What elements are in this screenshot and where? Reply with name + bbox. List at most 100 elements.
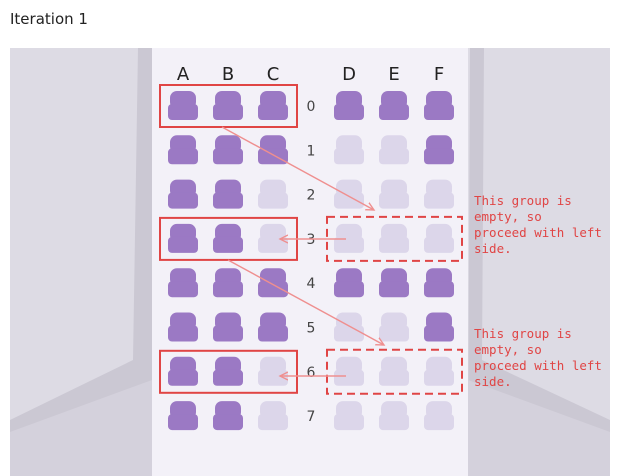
seat-7d [334,401,364,431]
seat-base [334,104,364,120]
column-label-a: A [177,64,190,85]
seat-4d [334,268,364,298]
seat-1e [379,135,409,165]
seat-base [379,148,409,165]
seat-base [258,369,288,386]
seat-base [379,104,409,120]
seat-base [334,325,364,342]
seat-2b [213,179,243,209]
seat-base [258,104,288,120]
row-label-4: 4 [307,276,316,292]
seat-base [213,369,243,386]
seat-7c [258,401,288,431]
row-label-3: 3 [307,232,316,248]
row-label-7: 7 [307,409,316,425]
seat-base [424,369,454,386]
seat-base [213,281,243,298]
column-label-c: C [267,64,280,85]
seat-1a [168,135,198,165]
seat-5c [258,312,288,342]
seat-5a [168,312,198,342]
left-floor [10,380,152,476]
seat-2d [334,179,364,209]
seat-base [168,148,198,165]
seat-6a [168,356,198,386]
arrow-row3-to-row6 [227,259,384,345]
seat-4b [213,268,243,298]
seat-3d [334,223,364,253]
seat-6e [379,356,409,386]
arrow-row0-to-row3 [221,126,374,210]
seat-base [213,325,243,342]
seat-base [213,192,243,209]
seat-base [424,104,454,120]
seat-0f [424,91,454,120]
seat-2a [168,179,198,209]
seat-base [379,414,409,431]
seat-base [168,281,198,298]
row-label-0: 0 [307,99,316,115]
seat-2c [258,179,288,209]
seat-base [334,192,364,209]
seat-base [379,192,409,209]
seat-base [258,325,288,342]
seat-base [334,148,364,165]
page-title: Iteration 1 [10,10,88,28]
empty-group-box-row-6 [326,348,463,395]
seat-base [168,414,198,431]
seat-1b [213,135,243,165]
seat-3b [213,223,243,253]
empty-group-box-row-3 [326,215,463,262]
seat-base [334,236,364,253]
seat-base [213,414,243,431]
row-label-6: 6 [307,365,316,381]
seat-2f [424,179,454,209]
seat-4a [168,268,198,298]
seat-0c [258,91,288,120]
cabin-floor [152,48,468,476]
column-label-d: D [342,64,356,85]
right-floor [468,380,610,476]
row-label-2: 2 [307,188,316,204]
row-label-5: 5 [307,321,316,337]
seat-5b [213,312,243,342]
seat-0e [379,91,409,120]
seat-base [379,325,409,342]
seat-1d [334,135,364,165]
seat-1c [258,135,288,165]
seat-base [258,192,288,209]
seat-base [334,281,364,298]
selected-group-box-row-6 [159,349,298,394]
seat-base [424,325,454,342]
seat-5f [424,312,454,342]
seat-5d [334,312,364,342]
seat-6f [424,356,454,386]
seat-0a [168,91,198,120]
column-label-e: E [388,64,399,85]
seat-7e [379,401,409,431]
seat-base [334,414,364,431]
seat-base [258,414,288,431]
row-label-1: 1 [307,143,316,159]
seat-7b [213,401,243,431]
seat-3a [168,223,198,253]
seat-3e [379,223,409,253]
seat-base [168,104,198,120]
column-label-f: F [434,64,444,85]
seat-base [213,236,243,253]
seat-base [213,104,243,120]
selected-group-box-row-0 [159,84,298,128]
seat-3f [424,223,454,253]
seat-base [213,148,243,165]
seat-1f [424,135,454,165]
seat-base [424,414,454,431]
left-wall-shadow [10,48,152,476]
seat-base [424,281,454,298]
seat-base [424,192,454,209]
seat-base [334,369,364,386]
seat-6d [334,356,364,386]
seat-7a [168,401,198,431]
seat-6b [213,356,243,386]
